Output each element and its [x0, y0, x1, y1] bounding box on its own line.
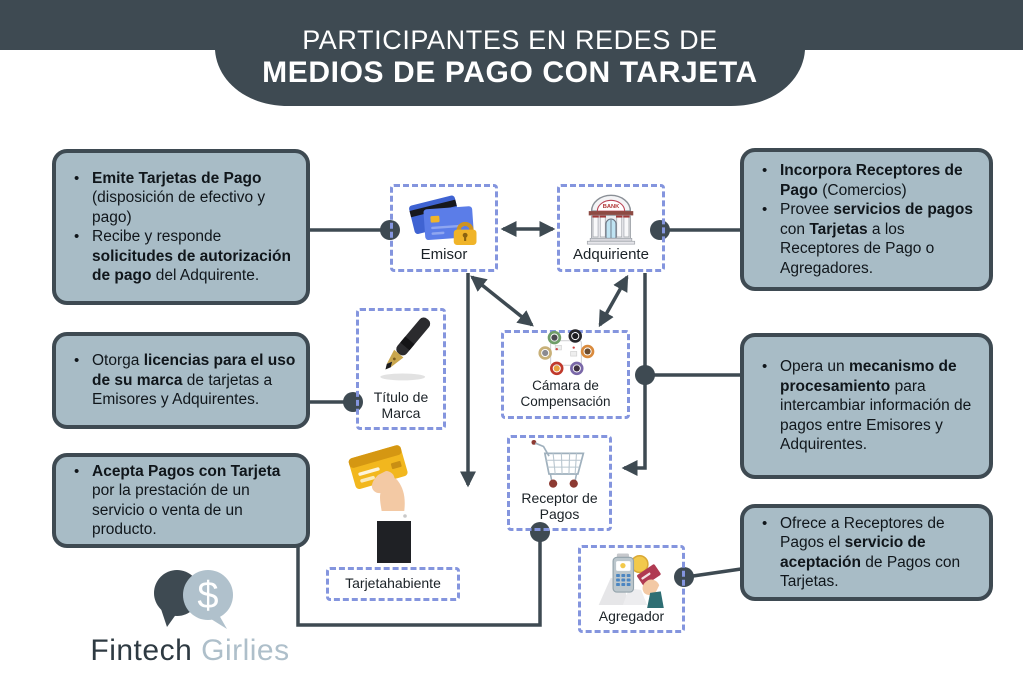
info-box-agregador: Ofrece a Receptores de Pagos el servicio…: [740, 504, 993, 601]
bank-building-icon: BANK: [562, 191, 660, 247]
node-label: Agregador: [598, 608, 665, 624]
node-emisor: Emisor: [390, 184, 498, 272]
page-title-line2: MEDIOS DE PAGO CON TARJETA: [262, 56, 758, 89]
page-title-line1: PARTICIPANTES EN REDES DE: [302, 25, 718, 55]
pos-terminal-icon: [583, 552, 680, 608]
node-tarjetahabiente: Tarjetahabiente: [326, 567, 460, 601]
fintech-girlies-logo: $ Fintech Girlies: [80, 565, 300, 668]
info-box-receptor: Acepta Pagos con Tarjeta por la prestaci…: [52, 453, 310, 548]
node-camara-compensacion: Cámara de Compensación: [501, 328, 630, 419]
fountain-pen-icon: [361, 313, 441, 389]
logo-text: Fintech Girlies: [80, 634, 300, 668]
node-adquiriente: BANK Adquiriente: [557, 184, 665, 272]
shopping-cart-icon: [512, 436, 607, 490]
logo-bubbles-icon: $: [154, 570, 233, 629]
svg-text:BANK: BANK: [603, 204, 620, 210]
logo-word-girlies: Girlies: [201, 634, 290, 667]
node-titulo-marca: Título de Marca: [356, 308, 446, 430]
page-title: PARTICIPANTES EN REDES DE MEDIOS DE PAGO…: [215, 25, 805, 89]
node-label: Tarjetahabiente: [345, 575, 441, 591]
info-box-adquiriente: Incorpora Receptores de Pago (Comercios)…: [740, 148, 993, 291]
credit-cards-lock-icon: [395, 191, 493, 247]
node-label: Receptor de Pagos: [521, 490, 598, 522]
info-box-titulo-marca: Otorga licencias para el uso de su marca…: [52, 332, 310, 429]
logo-word-fintech: Fintech: [90, 634, 193, 667]
node-label: Adquiriente: [573, 246, 649, 263]
header-banner: [0, 0, 1023, 50]
hand-holding-card-icon: [348, 441, 432, 563]
node-label: Emisor: [420, 246, 468, 263]
meeting-table-icon: [506, 328, 625, 378]
node-agregador: Agregador: [578, 545, 685, 633]
logo-dollar-symbol: $: [197, 575, 218, 617]
info-box-camara: Opera un mecanismo de procesamiento para…: [740, 333, 993, 479]
node-label: Cámara de Compensación: [520, 378, 611, 409]
info-box-emisor: Emite Tarjetas de Pago (disposición de e…: [52, 149, 310, 305]
node-label: Título de Marca: [373, 389, 429, 421]
node-receptor-pagos: Receptor de Pagos: [507, 435, 612, 531]
header-tab: [215, 50, 805, 106]
